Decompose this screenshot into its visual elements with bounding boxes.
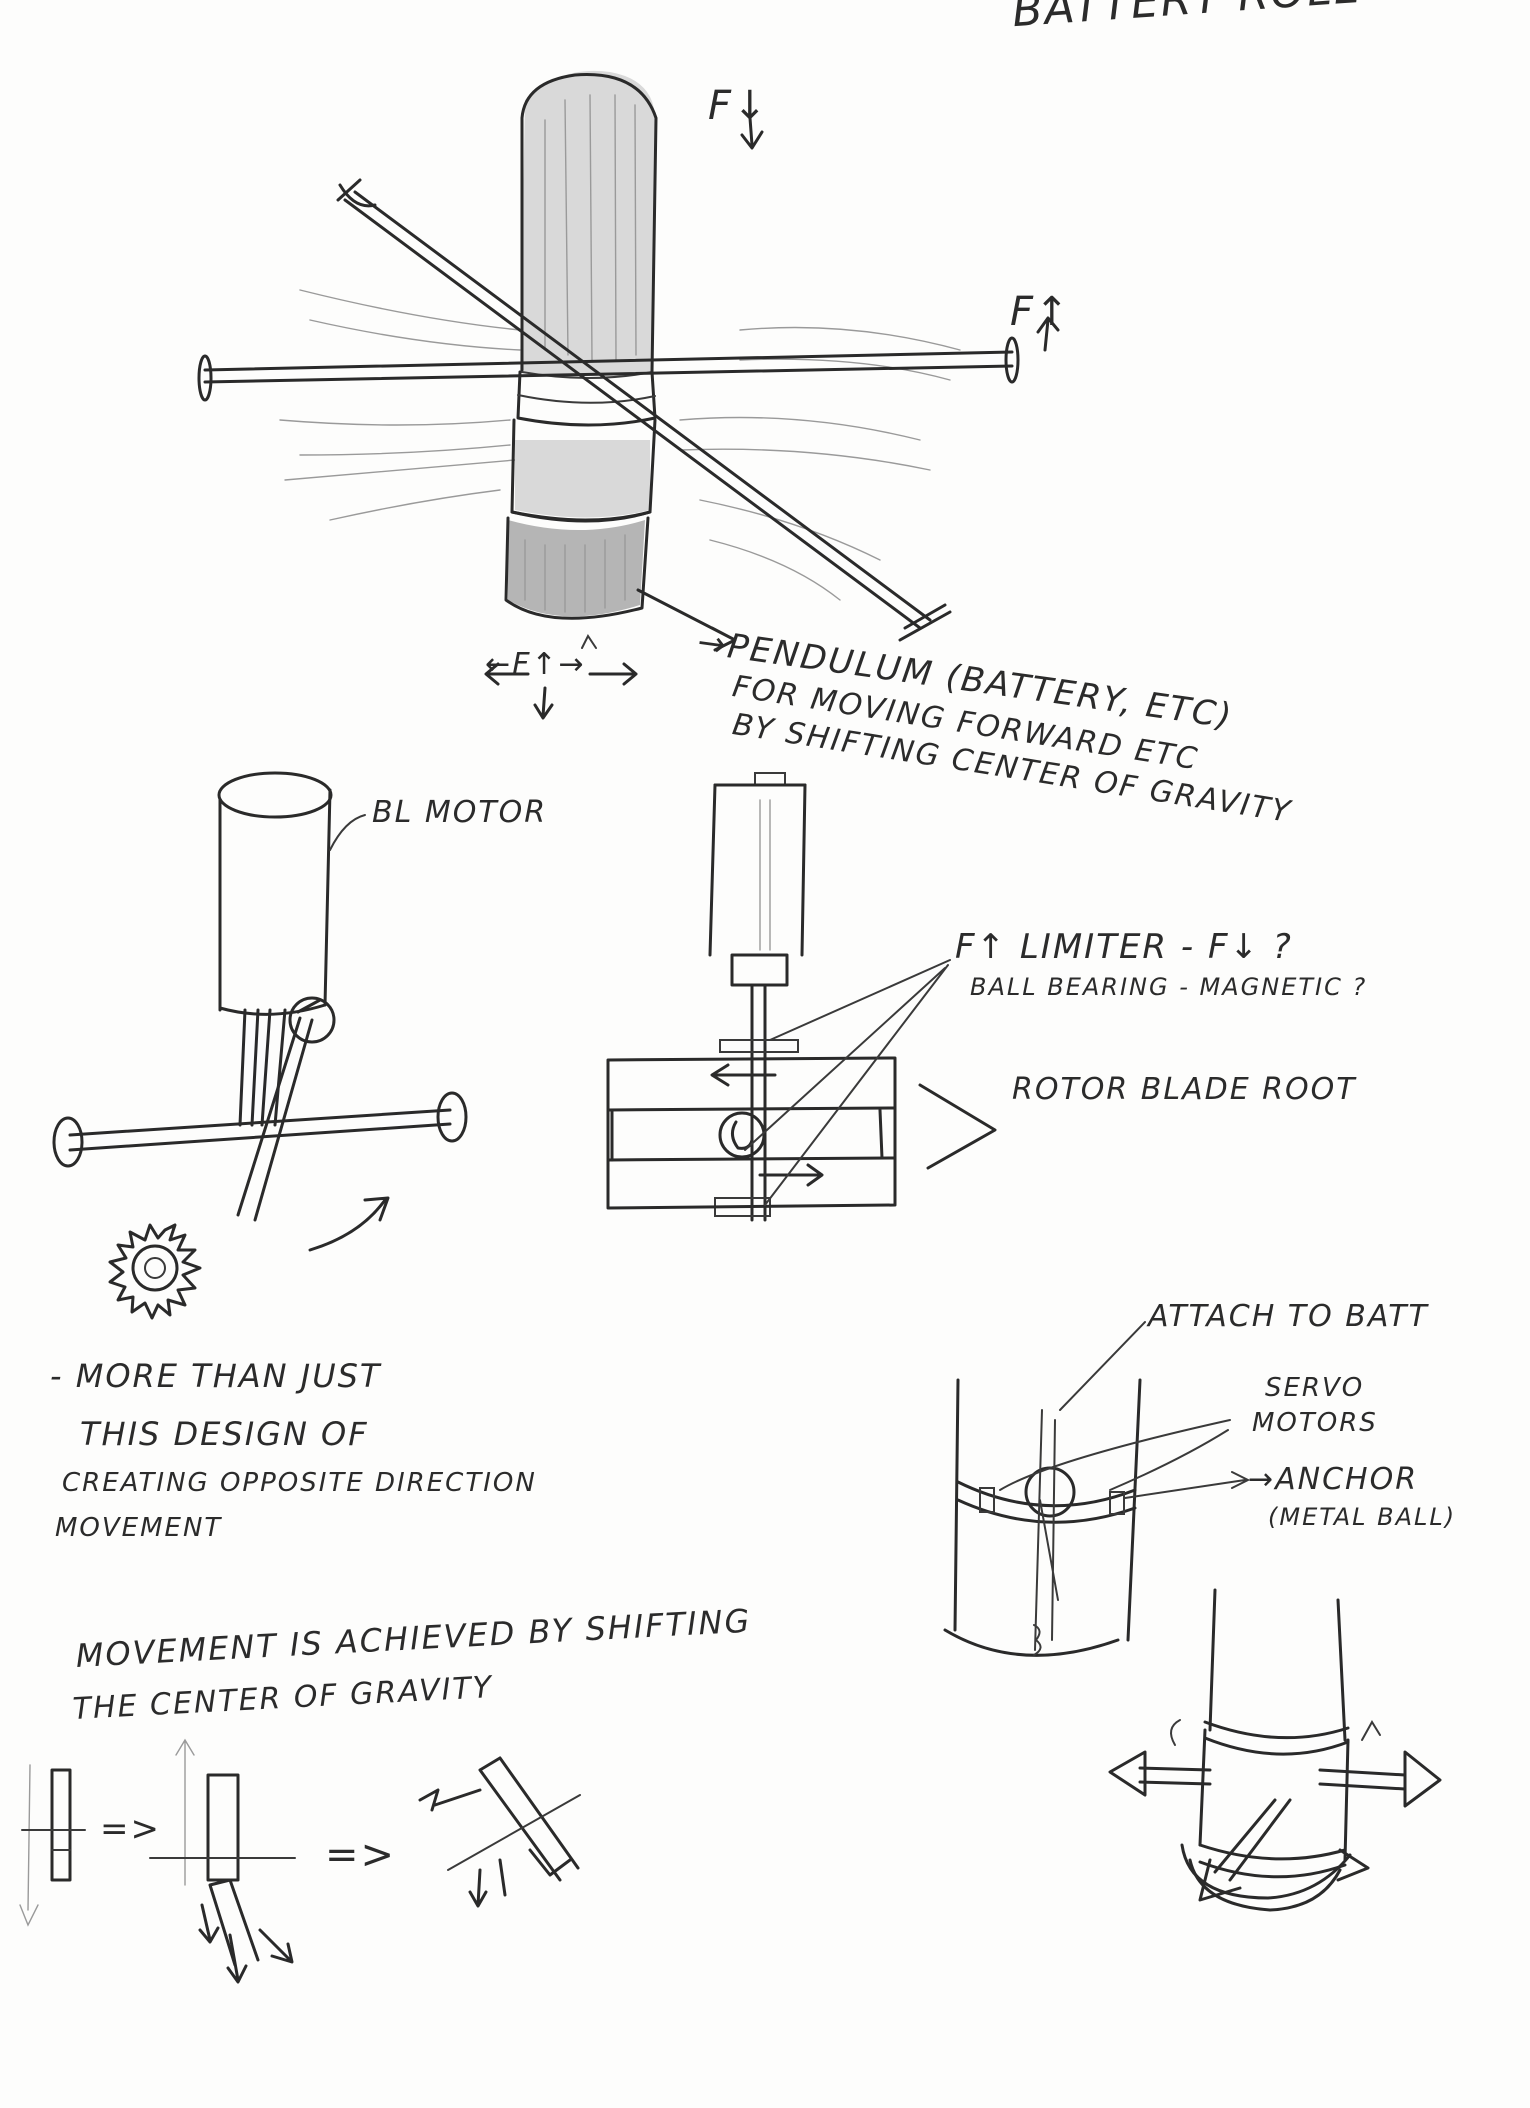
design-note-3: CREATING OPPOSITE DIRECTION <box>62 1468 537 1498</box>
limiter-label: F↑ LIMITER - F↓ ? <box>955 927 1293 967</box>
attach-to-batt-label: ATTACH TO BATT <box>1148 1299 1429 1334</box>
servo-anchor-sketch <box>943 1321 1251 1657</box>
movement-sequence-sketch <box>19 1738 581 1984</box>
airflow-lines <box>279 289 961 601</box>
limiter-sketch <box>606 772 997 1222</box>
sequence-arrow-2: => <box>325 1832 397 1878</box>
force-down-label: F↓ <box>708 83 769 129</box>
force-bottom-label: ←F↑→ <box>485 647 586 682</box>
ball-bearing-label: BALL BEARING - MAGNETIC ? <box>970 973 1368 1001</box>
force-up-label: F↑ <box>1010 289 1071 335</box>
main-drone-sketch <box>197 70 1060 720</box>
rotor-blade-root-label: ROTOR BLADE ROOT <box>1012 1072 1357 1107</box>
rotating-ring-sketch <box>1108 1588 1442 1912</box>
sequence-arrow-1: => <box>100 1809 161 1849</box>
bl-motor-label: BL MOTOR <box>372 795 548 830</box>
anchor-label: →ANCHOR <box>1248 1462 1419 1497</box>
servo-label-2: MOTORS <box>1252 1408 1378 1438</box>
design-note-1: - MORE THAN JUST <box>50 1357 382 1395</box>
servo-label-1: SERVO <box>1265 1373 1365 1403</box>
anchor-note: (METAL BALL) <box>1268 1503 1457 1531</box>
bl-motor-sketch <box>52 771 468 1320</box>
design-note-2: THIS DESIGN OF <box>80 1415 369 1453</box>
design-note-4: MOVEMENT <box>55 1513 223 1543</box>
